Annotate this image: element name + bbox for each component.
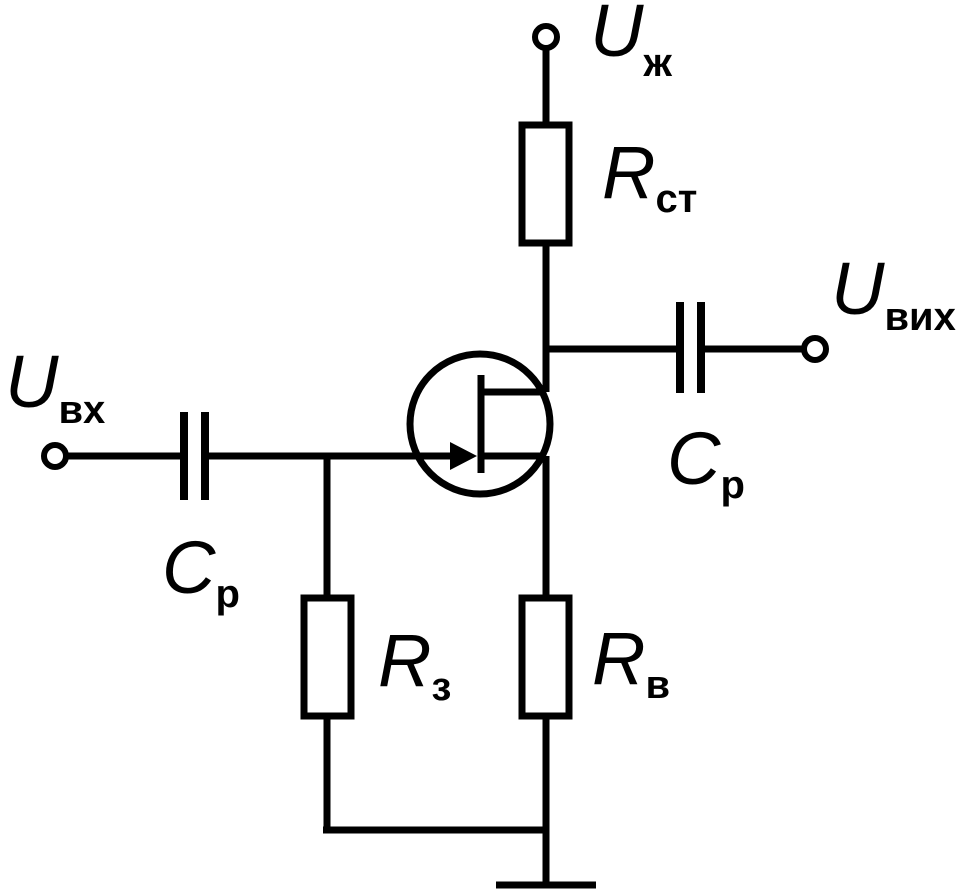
- label-c-input: Cр: [162, 526, 240, 616]
- capacitor-output: [676, 302, 705, 393]
- resistor-gate: [300, 594, 355, 720]
- input-terminal: [41, 442, 69, 470]
- output-terminal: [801, 335, 829, 363]
- resistor-source: [518, 594, 573, 720]
- label-r-source: Rв: [592, 617, 670, 707]
- jfet-transistor: [406, 350, 554, 498]
- label-c-output: Cр: [667, 417, 745, 507]
- supply-terminal: [532, 23, 560, 51]
- label-output: Uвих: [831, 247, 956, 339]
- label-r-gate: Rз: [378, 619, 451, 709]
- label-supply: Uж: [590, 0, 672, 85]
- label-r-drain: Rст: [602, 131, 697, 221]
- capacitor-input: [180, 412, 209, 500]
- transistor-body: [406, 350, 554, 498]
- resistor-drain: [518, 121, 573, 247]
- gate-arrow-icon: [450, 442, 477, 470]
- label-input: Uвх: [5, 340, 105, 432]
